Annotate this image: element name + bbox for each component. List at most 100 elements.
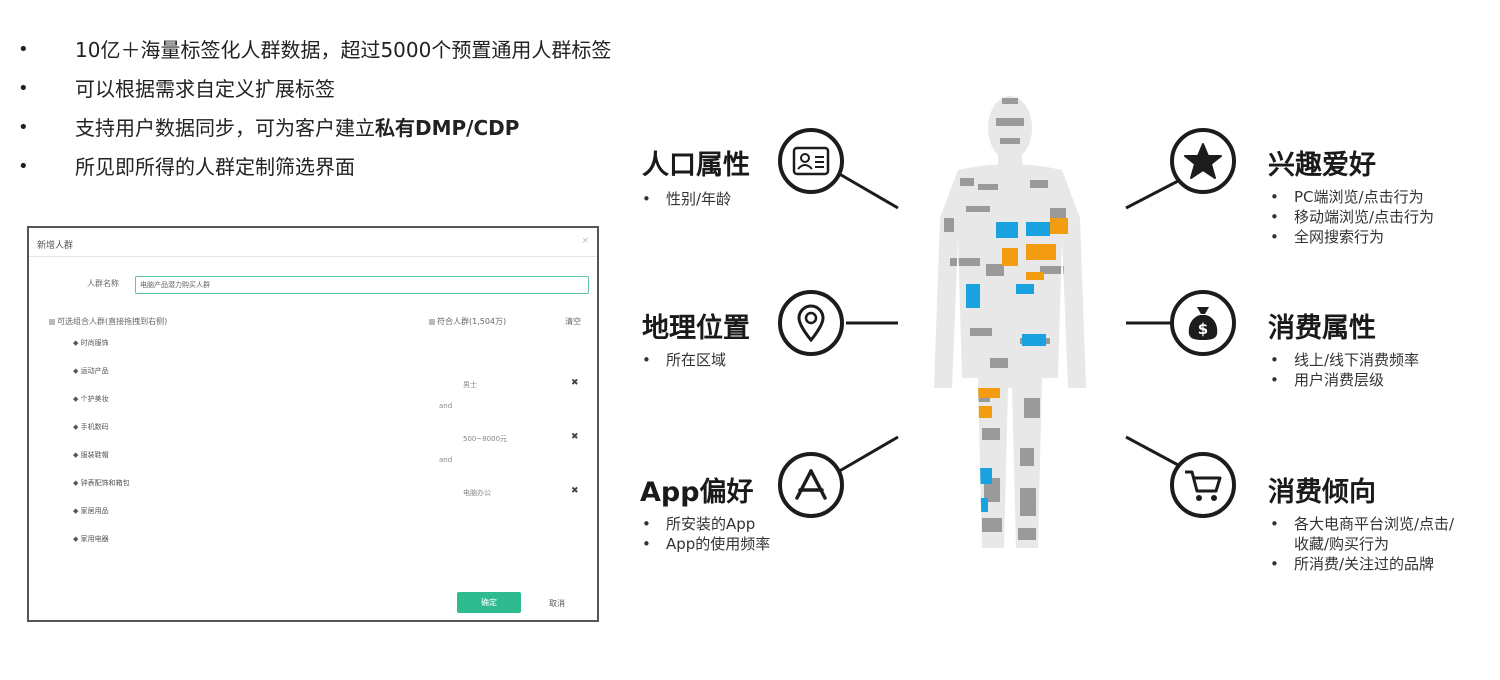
- item-text: 收藏/购买行为: [1294, 535, 1390, 553]
- item-text: 所消费/关注过的品牌: [1294, 555, 1435, 573]
- item-text: App的使用频率: [666, 535, 771, 553]
- checkbox-icon: [429, 318, 435, 325]
- selected-audience-header: 符合人群(1,504万): [429, 316, 506, 327]
- remove-condition-icon[interactable]: ✖: [571, 486, 579, 496]
- app-preference-title: App偏好: [640, 477, 754, 508]
- category-item[interactable]: ◆ 个护美妆: [73, 395, 109, 403]
- interests-title: 兴趣爱好: [1268, 150, 1376, 181]
- location-pin-icon: [797, 304, 825, 342]
- available-audience-header: 可选组合人群(直接拖拽到右侧): [49, 316, 167, 327]
- consumption-tendency-item: • 各大电商平台浏览/点击/: [1270, 514, 1454, 534]
- location-circle: [778, 290, 844, 356]
- remove-condition-icon[interactable]: ✖: [571, 432, 579, 442]
- category-item[interactable]: ◆ 钟表配饰和箱包: [73, 479, 130, 487]
- bullet-text: 所见即所得的人群定制筛选界面: [75, 155, 355, 179]
- app-store-icon: [795, 469, 827, 500]
- bullet-item: • 所见即所得的人群定制筛选界面: [18, 149, 698, 188]
- consumption-attribute-item: • 线上/线下消费频率: [1270, 350, 1419, 370]
- bullet-item: • 支持用户数据同步，可为客户建立私有DMP/CDP: [18, 110, 698, 149]
- bullet-dot: •: [18, 78, 29, 99]
- dialog-title: 新增人群: [37, 241, 74, 251]
- interests-circle: [1170, 128, 1236, 194]
- app-preference-item: • App的使用频率: [642, 534, 770, 554]
- bullet-dot: •: [18, 156, 29, 177]
- connector-line: [1125, 178, 1181, 210]
- money-bag-icon: $: [1188, 307, 1218, 340]
- consumption-tendency-item: • 所消费/关注过的品牌: [1270, 554, 1434, 574]
- item-dot: •: [642, 190, 651, 208]
- condition-value: 男士: [463, 381, 477, 389]
- human-silhouette: [934, 96, 1086, 548]
- bullet-dot: •: [18, 117, 29, 138]
- category-item[interactable]: ◆ 家用电器: [73, 535, 109, 543]
- star-icon: [1184, 143, 1222, 179]
- category-item[interactable]: ◆ 服装鞋帽: [73, 451, 109, 459]
- location-item: • 所在区域: [642, 350, 726, 370]
- item-text: 性别/年龄: [666, 190, 732, 208]
- item-dot: •: [1270, 228, 1279, 246]
- consumption-tendency-item-continued: 收藏/购买行为: [1270, 534, 1389, 554]
- consumption-tendency-circle: [1170, 452, 1236, 518]
- item-dot: •: [1270, 371, 1279, 389]
- condition-value: 500~8000元: [463, 435, 508, 443]
- cancel-button[interactable]: 取消: [549, 599, 565, 608]
- item-dot: •: [1270, 351, 1279, 369]
- interests-item: • PC端浏览/点击行为: [1270, 187, 1424, 207]
- app-preference-item: • 所安装的App: [642, 514, 755, 534]
- and-operator: and: [439, 456, 453, 464]
- bullet-text-with-bold: 支持用户数据同步，可为客户建立私有DMP/CDP: [75, 110, 519, 146]
- item-dot: •: [642, 515, 651, 533]
- consumption-attribute-item: • 用户消费层级: [1270, 370, 1384, 390]
- bullet-text: 10亿＋海量标签化人群数据，超过5000个预置通用人群标签: [75, 38, 612, 62]
- consumption-attribute-circle: $: [1170, 290, 1236, 356]
- audience-name-input[interactable]: 电脑产品潜力购买人群: [135, 276, 589, 294]
- interests-item: • 移动端浏览/点击行为: [1270, 207, 1434, 227]
- close-icon[interactable]: ×: [581, 236, 589, 246]
- item-text: 全网搜索行为: [1294, 228, 1385, 246]
- demographics-circle: [778, 128, 844, 194]
- consumption-attribute-title: 消费属性: [1268, 313, 1376, 344]
- item-text: 用户消费层级: [1294, 371, 1385, 389]
- item-text: 线上/线下消费频率: [1294, 351, 1420, 369]
- remove-condition-icon[interactable]: ✖: [571, 378, 579, 388]
- category-item[interactable]: ◆ 手机数码: [73, 423, 109, 431]
- item-text: 各大电商平台浏览/点击/: [1294, 515, 1455, 533]
- shopping-cart-icon: [1185, 470, 1222, 501]
- bullet-text: 支持用户数据同步，可为客户建立: [75, 116, 375, 140]
- location-title: 地理位置: [642, 313, 750, 344]
- item-dot: •: [1270, 208, 1279, 226]
- connector-line: [835, 435, 899, 475]
- confirm-button[interactable]: 确定: [457, 592, 521, 613]
- svg-text:$: $: [1198, 320, 1208, 338]
- id-card-icon: [792, 146, 830, 176]
- item-dot: •: [1270, 188, 1279, 206]
- available-header-label: 可选组合人群(直接拖拽到右侧): [57, 317, 168, 326]
- audience-name-label: 人群名称: [87, 279, 119, 288]
- and-operator: and: [439, 402, 453, 410]
- bullet-dot: •: [18, 39, 29, 60]
- selected-header-label: 符合人群(1,504万): [437, 317, 507, 326]
- checkbox-icon: [49, 318, 55, 325]
- category-item[interactable]: ◆ 运动产品: [73, 367, 109, 375]
- category-item[interactable]: ◆ 时尚服饰: [73, 339, 109, 347]
- bullet-text: 可以根据需求自定义扩展标签: [75, 77, 335, 101]
- interests-item: • 全网搜索行为: [1270, 227, 1384, 247]
- item-text: 所安装的App: [666, 515, 756, 533]
- item-text: 移动端浏览/点击行为: [1294, 208, 1435, 226]
- item-dot: •: [642, 535, 651, 553]
- bullet-bold-text: 私有DMP/CDP: [375, 116, 520, 140]
- connector-line: [835, 170, 899, 210]
- item-dot: •: [1270, 515, 1279, 533]
- item-dot: •: [642, 351, 651, 369]
- feature-bullet-list: • 10亿＋海量标签化人群数据，超过5000个预置通用人群标签 • 可以根据需求…: [18, 32, 698, 188]
- app-circle: [778, 452, 844, 518]
- item-text: PC端浏览/点击行为: [1294, 188, 1424, 206]
- dialog-divider: [29, 256, 597, 257]
- connector-line: [1125, 435, 1181, 468]
- bullet-item: • 可以根据需求自定义扩展标签: [18, 71, 698, 110]
- item-text: 所在区域: [666, 351, 727, 369]
- category-item[interactable]: ◆ 家居用品: [73, 507, 109, 515]
- item-dot: •: [1270, 555, 1279, 573]
- clear-button[interactable]: 清空: [565, 317, 581, 326]
